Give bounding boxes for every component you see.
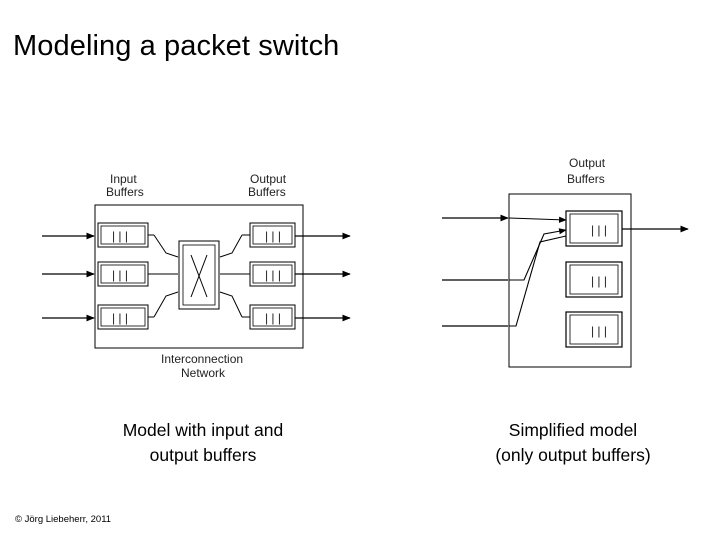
right-output-buffers-label-line2: Buffers (567, 172, 605, 186)
output-buffer-2: | | | (242, 261, 296, 287)
left-diagram-caption: Model with input and output buffers (103, 418, 303, 468)
input-output-buffer-diagram: Input Buffers Output Buffers | | | | | |… (42, 172, 351, 380)
input-buffer-2-glyph: | | | (112, 268, 128, 282)
input-buffer-2: | | | (97, 261, 154, 287)
input-buffers-label-line2: Buffers (106, 185, 144, 199)
simplified-output-buffer-2: | | | (565, 261, 623, 298)
simplified-output-buffer-3-glyph: | | | (591, 324, 607, 338)
right-diagram-caption: Simplified model (only output buffers) (473, 418, 673, 468)
right-output-buffers-label-line1: Output (569, 156, 606, 170)
network-label-line2: Network (181, 366, 226, 380)
output-buffer-3: | | | (242, 304, 296, 330)
copyright-footer: © Jörg Liebeherr, 2011 (15, 514, 112, 525)
simplified-output-buffer-1: | | | (565, 210, 623, 247)
input-buffers-label-line1: Input (110, 172, 137, 186)
input-buffer-1: | | | (97, 222, 154, 248)
input-buffer-3: | | | (97, 304, 154, 330)
input-buffer-1-glyph: | | | (112, 229, 128, 243)
output-only-buffer-diagram: Output Buffers | | | | | | | | | (442, 156, 689, 368)
simplified-output-buffer-1-glyph: | | | (591, 223, 607, 237)
slide-title: Modeling a packet switch (13, 30, 340, 62)
output-buffer-1-glyph: | | | (265, 229, 281, 243)
left-caption-line2: output buffers (149, 445, 257, 465)
network-label-line1: Interconnection (161, 352, 243, 366)
right-caption-line2: (only output buffers) (495, 445, 651, 465)
input-buffer-3-glyph: | | | (112, 311, 128, 325)
right-caption-line1: Simplified model (508, 420, 638, 440)
simplified-output-buffer-3: | | | (565, 311, 623, 348)
interconnection-network-box (178, 240, 220, 310)
output-buffers-label-line1: Output (250, 172, 287, 186)
switch-enclosure (94, 204, 304, 349)
simplified-output-buffer-2-glyph: | | | (591, 274, 607, 288)
output-buffers-label-line2: Buffers (248, 185, 286, 199)
output-buffer-2-glyph: | | | (265, 268, 281, 282)
output-buffer-3-glyph: | | | (265, 311, 281, 325)
output-buffer-1: | | | (242, 222, 296, 248)
left-caption-line1: Model with input and (122, 420, 284, 440)
